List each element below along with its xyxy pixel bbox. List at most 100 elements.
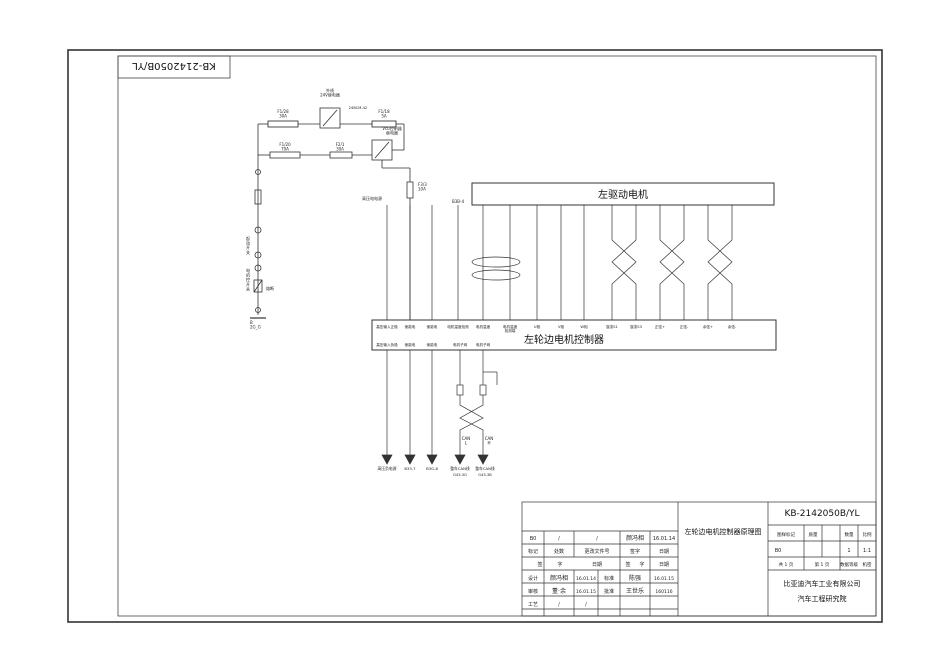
controller-box: 左轮边电机控制器 [371, 319, 777, 351]
standard-date: 16.01.15 [654, 576, 674, 582]
bottom-terminal-code-0: G43-3G [453, 473, 467, 477]
stage-value-scale: 1:1 [863, 548, 871, 554]
header-date: 日期 [659, 549, 669, 555]
company-name: 比亚迪汽车工业有限公司 [784, 579, 861, 588]
craft-date: / [585, 602, 587, 608]
sheet-current: 第 1 页 [815, 561, 830, 568]
standard-sign: 陈强 [629, 574, 641, 582]
role-craft: 工艺 [528, 602, 538, 608]
top-pin-0: 高压输入正极 [376, 324, 398, 329]
fuse-f1-28 [267, 120, 299, 128]
top-pin-5: 电机温度检测端 [503, 324, 518, 333]
bottom-terminal-4: 整车CAN线 [475, 466, 495, 471]
controller-box-label: 左轮边电机控制器 [524, 333, 604, 346]
label-char-2: 字 [639, 561, 644, 568]
left-caption-0: 起动开关 [246, 235, 250, 255]
header-mark: 标记 [528, 548, 538, 555]
left-caption-2: 熔断 [266, 285, 274, 291]
rev-doc: / [596, 536, 598, 542]
controller-down-wires [381, 350, 498, 465]
bottom-terminal-code-1: G43-3B [478, 473, 492, 477]
motor-box-label: 左驱动电机 [598, 188, 648, 201]
role-standard: 标准 [604, 575, 614, 582]
stage-header-qty: 数量 [845, 531, 854, 538]
top-pin-7: V相 [558, 324, 564, 329]
top-pin-1: 使能电 [405, 324, 416, 329]
top-pin-9: 旋变S1 [606, 324, 618, 329]
left-caption-1: 电机控开关 [246, 267, 250, 291]
relay-tag-label: 24BCM-42 [349, 106, 367, 110]
title-block [521, 501, 877, 617]
rev-sign: 颜冯相 [626, 534, 644, 542]
bottom-pin-0: 高压输入负极 [376, 342, 398, 347]
sheet-total: 共 1 页 [779, 561, 794, 568]
top-pin-10: 旋变S3 [630, 324, 642, 329]
inner-frame [117, 55, 877, 617]
drawing-title: 左轮边电机控制器原理图 [685, 527, 762, 536]
bottom-terminal-2: B3G-8 [426, 466, 438, 471]
power-supply-section [250, 107, 414, 320]
classification-level: 机密 [863, 561, 872, 568]
bottom-terminal-3: 整车CAN线 [450, 466, 470, 471]
rev-date: 16.01.14 [653, 536, 675, 542]
bottom-terminal-labels: 高压负电源 B33-7 B3G-8 整车CAN线 整车CAN线 G43-3G G… [378, 436, 495, 477]
label-date-2: 日期 [659, 562, 669, 568]
approve-sign: 王世乐 [626, 587, 644, 595]
bottom-pin-4: 电机子网 [476, 342, 491, 347]
material-label: 数据等级 [840, 561, 858, 568]
stage-value-qty: 1 [847, 548, 850, 554]
title-block-text: B0 / / 颜冯相 16.01.14 标记 处数 更改文件号 签字 日期 签 … [528, 509, 872, 608]
stage-header-mark: 图样标记 [777, 531, 795, 538]
top-pin-12: 正弦- [680, 324, 689, 329]
bottom-pin-2: 使能电 [427, 342, 438, 347]
role-approve: 批准 [604, 588, 614, 595]
review-date: 16.01.15 [576, 589, 596, 595]
stage-value-mark: B0 [775, 548, 782, 554]
top-terminal-tag-0: 高压电电源 [362, 195, 382, 201]
fuse-f2-1 [329, 151, 353, 159]
header-doc: 更改文件号 [584, 548, 609, 555]
approve-date: 160116 [655, 589, 672, 595]
top-pin-2: 使能电 [427, 324, 438, 329]
drawing-number: KB-2142050B/YL [784, 509, 859, 519]
review-sign: 董·余 [552, 587, 566, 595]
bottom-terminal-1: B33-7 [404, 466, 416, 471]
outer-frame [67, 49, 883, 623]
label-sign-1: 签 [537, 561, 542, 568]
top-pin-14: 余弦- [728, 324, 737, 329]
header-count: 处数 [554, 548, 564, 555]
top-terminal-tag-1: B3B-4 [452, 199, 464, 204]
top-pin-11: 正弦+ [655, 324, 665, 329]
fuse-f1-20 [269, 151, 301, 159]
stage-header-quality: 质量 [809, 531, 818, 538]
controller-top-pins: 高压输入正极 使能电 使能电 电机温度检测 电机温度 电机温度检测端 U相 V相… [376, 324, 737, 333]
institute-name: 汽车工程研究院 [798, 594, 847, 603]
role-design: 设计 [528, 575, 538, 582]
role-review: 审核 [528, 588, 538, 595]
motor-controller-wires [386, 205, 733, 320]
craft-sign: / [558, 602, 560, 608]
rev-count: / [558, 536, 560, 542]
top-pin-8: W相 [580, 324, 588, 329]
rev-mark: B0 [530, 536, 537, 542]
design-date: 16.01.14 [576, 576, 596, 582]
label-char-1: 字 [557, 561, 562, 568]
top-pin-6: U相 [534, 324, 541, 329]
design-sign: 颜冯相 [550, 574, 568, 582]
top-pin-3: 电机温度检测 [447, 324, 469, 329]
top-pin-4: 电机温度 [476, 324, 491, 329]
relay-main [319, 107, 341, 129]
fuse-f3-3 [406, 181, 414, 199]
header-sign: 签字 [630, 548, 640, 555]
controller-bottom-pins: 高压输入负极 使能电 使能电 电机子网 电机子网 [376, 342, 490, 347]
label-sign-2: 签 [625, 561, 630, 568]
label-date-1: 日期 [592, 562, 602, 568]
